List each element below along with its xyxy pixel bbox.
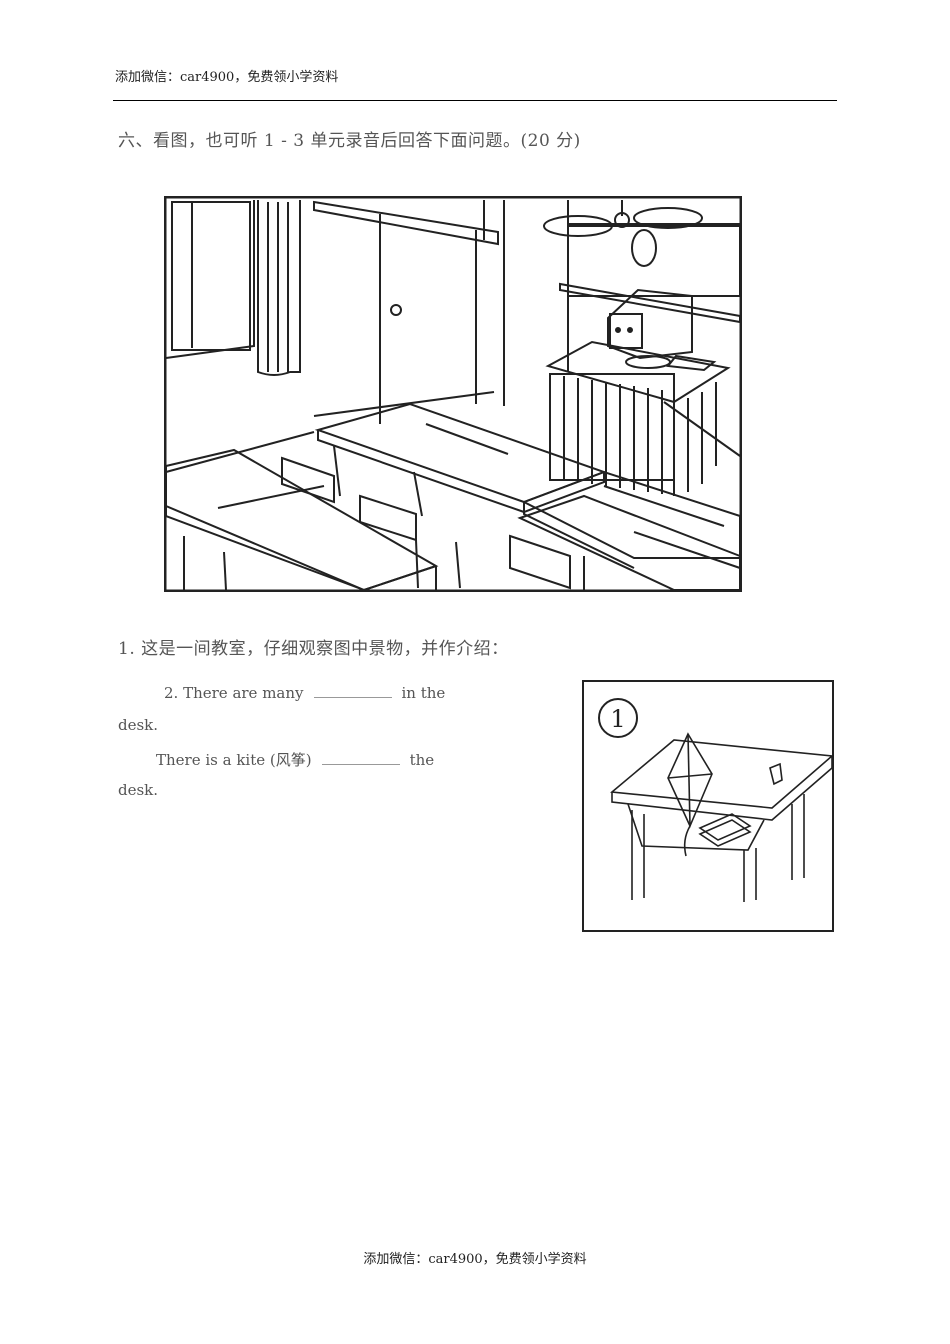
question-2-line-3: There is a kite (风筝) the [156, 749, 434, 770]
classroom-illustration [164, 196, 742, 592]
question-2-text-a: 2. There are many [164, 684, 304, 702]
question-2-text-c: There is a kite (风筝) [156, 751, 312, 769]
question-2-line-2: desk. [118, 716, 159, 734]
question-2-line-1: 2. There are many in the [164, 683, 445, 702]
answer-blank-1[interactable] [313, 683, 392, 698]
section-title: 六、看图，也可听 1 - 3 单元录音后回答下面问题。(20 分) [118, 131, 581, 151]
question-2-text-b: in the [401, 684, 446, 702]
question-2-text-d: the [409, 751, 435, 769]
figure-number: 1 [610, 705, 625, 733]
answer-blank-2[interactable] [321, 750, 400, 765]
question-2-line-4: desk. [118, 781, 159, 799]
header-divider [113, 100, 837, 101]
header-text: 添加微信：car4900，免费领小学资料 [115, 70, 339, 85]
desk-kite-illustration: 1 [582, 680, 834, 932]
footer-text: 添加微信：car4900，免费领小学资料 [363, 1252, 587, 1267]
question-1: 1. 这是一间教室，仔细观察图中景物，并作介绍： [118, 639, 509, 659]
